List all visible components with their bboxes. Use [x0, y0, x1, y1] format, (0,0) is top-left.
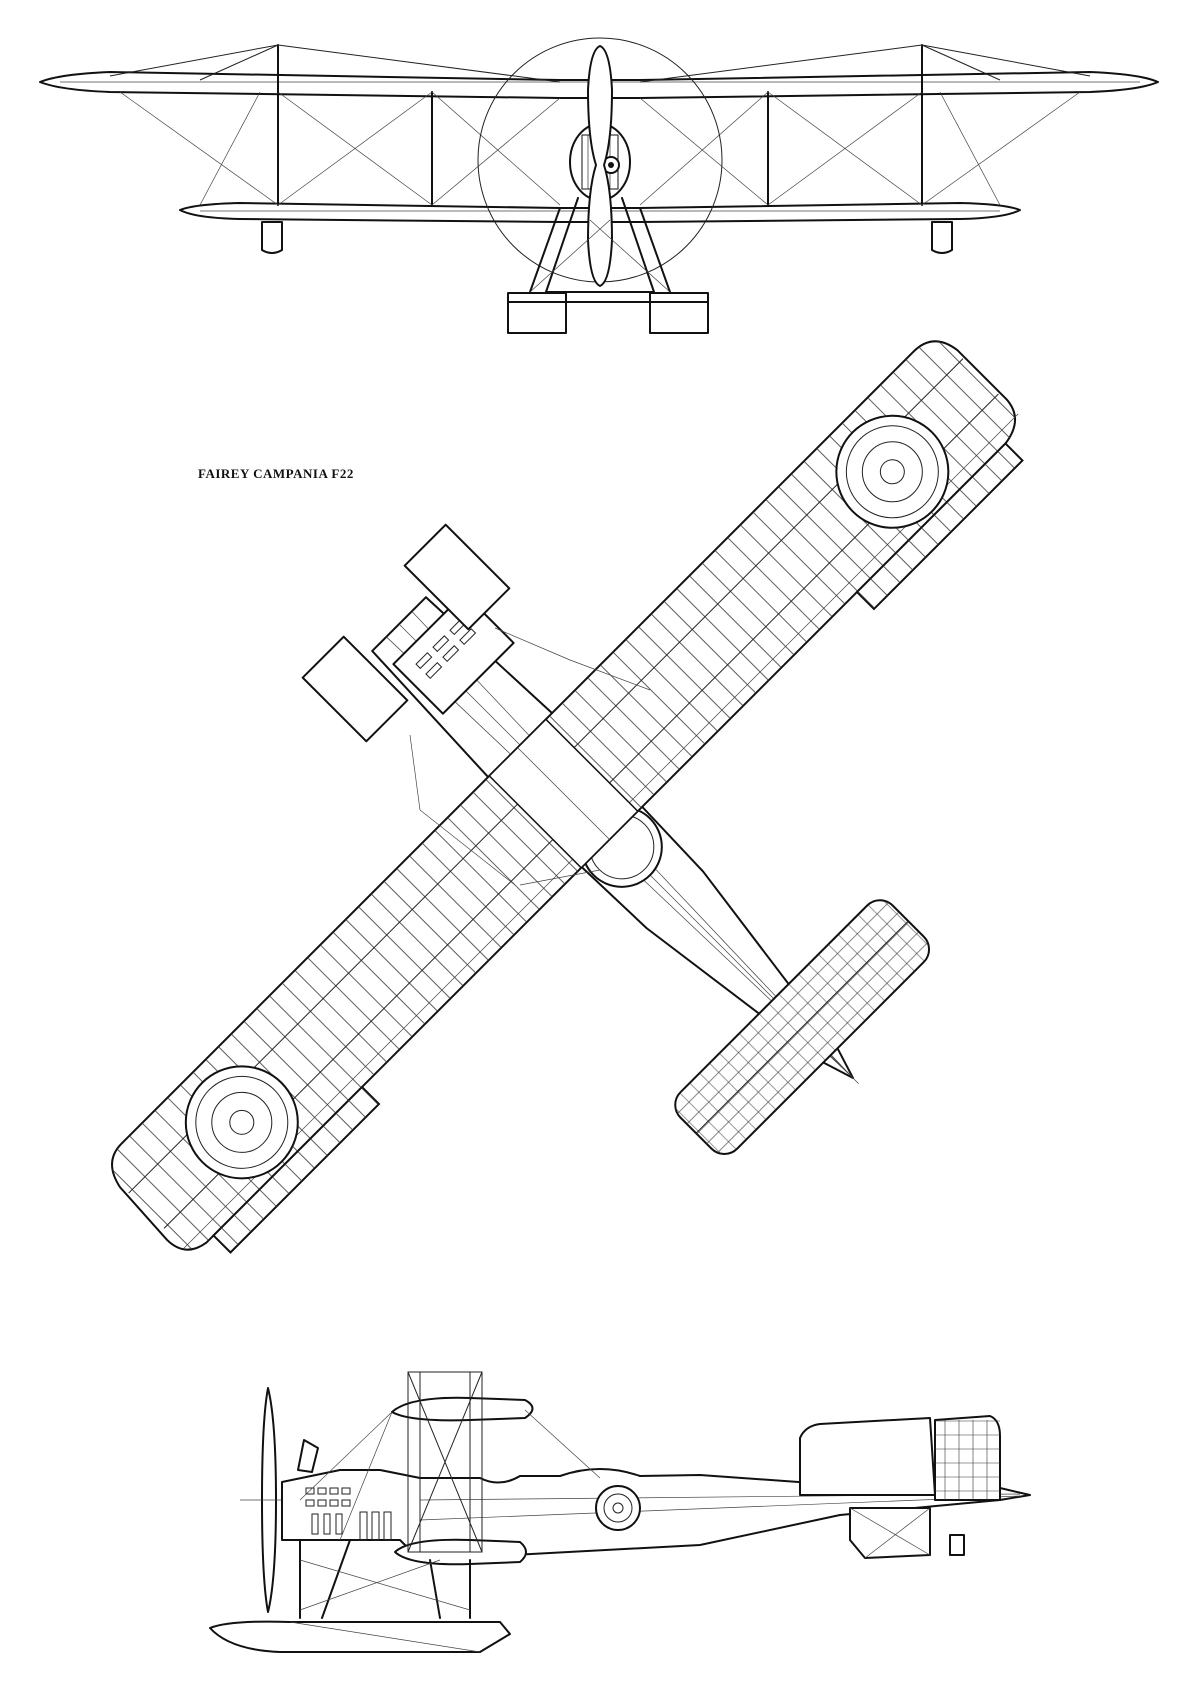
roundel-right	[835, 414, 950, 529]
float-struts-side	[299, 1539, 471, 1619]
main-float-side	[209, 1620, 511, 1653]
upper-wing-plan	[111, 340, 1024, 1254]
float-plan-left	[403, 523, 511, 631]
fin-side	[799, 1417, 936, 1496]
main-float-left	[507, 292, 567, 334]
roundel-side	[595, 1485, 641, 1531]
float-plan-right	[301, 635, 409, 743]
plan-view	[111, 340, 1024, 1254]
main-float-right	[649, 292, 709, 334]
tail-float-side	[849, 1507, 931, 1559]
upper-wing-side	[391, 1396, 534, 1422]
exhaust-stack	[297, 1439, 319, 1473]
kingpost-bracing	[109, 44, 1091, 83]
roundel-left	[184, 1065, 299, 1180]
fuselage-plan	[371, 596, 931, 1156]
interplane-struts	[277, 44, 923, 207]
engine-plan	[392, 592, 515, 715]
engine-louvres	[305, 1487, 392, 1541]
drawing-title: FAIREY CAMPANIA F22	[198, 466, 354, 481]
wingtip-float-left	[261, 221, 283, 254]
propeller	[587, 45, 613, 287]
wingtip-float-right	[931, 221, 953, 254]
front-view	[39, 37, 1159, 334]
side-view	[209, 1371, 1031, 1653]
bracing-wires	[119, 91, 1081, 206]
interplane-frame-side	[407, 1371, 483, 1553]
